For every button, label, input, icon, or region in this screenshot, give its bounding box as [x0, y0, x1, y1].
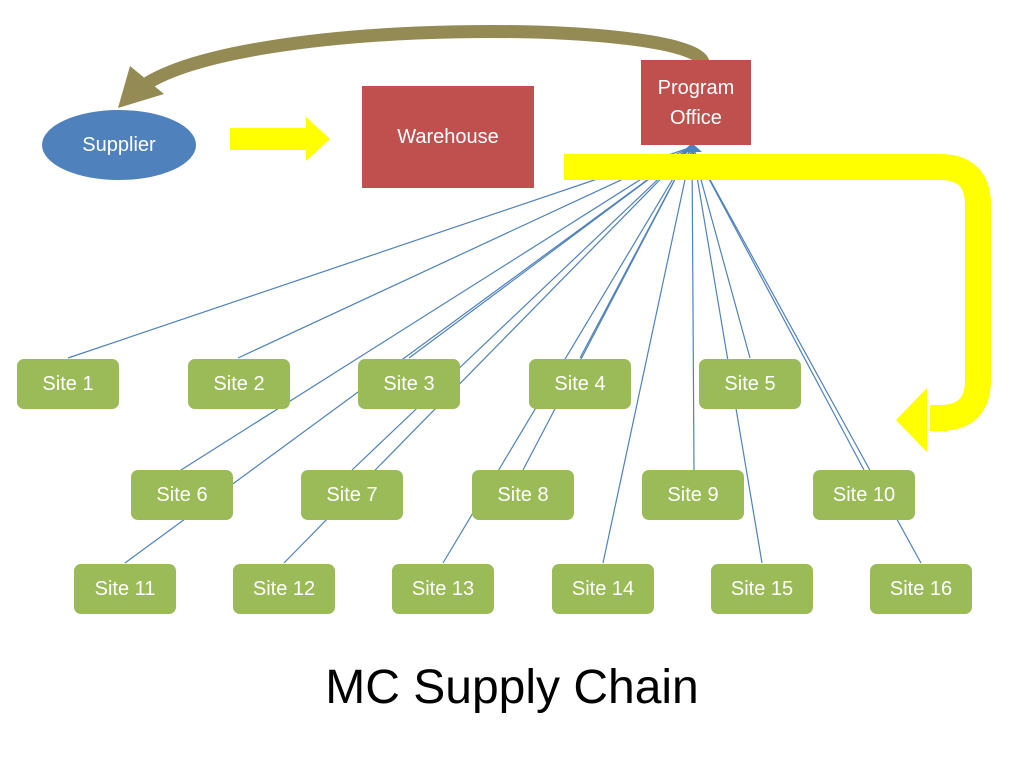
site-12: Site 12 [233, 564, 335, 614]
yellow-distribution-arrowhead [896, 388, 927, 452]
return-arrow-to-supplier [133, 25, 710, 95]
yellow-arrow-shaft [230, 128, 308, 150]
site-15: Site 15 [711, 564, 813, 614]
yellow-arrowhead [306, 117, 330, 161]
site-11: Site 11 [74, 564, 176, 614]
connector-line-site-9 [691, 146, 695, 471]
diagram-title: MC Supply Chain [325, 661, 699, 714]
connector-line-site-14 [602, 146, 693, 564]
connector-line-site-10 [691, 146, 865, 471]
program-office-node: Program Office [641, 60, 751, 145]
site-8: Site 8 [472, 470, 574, 520]
site-4: Site 4 [529, 359, 631, 409]
site-2: Site 2 [188, 359, 290, 409]
connector-line-site-7 [351, 146, 693, 471]
site-13: Site 13 [392, 564, 494, 614]
site-7: Site 7 [301, 470, 403, 520]
connector-line-site-6 [180, 146, 693, 471]
return-arrowhead [118, 66, 164, 108]
site-10: Site 10 [813, 470, 915, 520]
site-9: Site 9 [642, 470, 744, 520]
site-14: Site 14 [552, 564, 654, 614]
connector-line-site-15 [691, 146, 763, 564]
supplier-node: Supplier [42, 110, 196, 180]
yellow-distribution-arrow [564, 154, 991, 431]
connector-line-site-8 [522, 146, 693, 471]
connector-lines [67, 143, 922, 564]
site-6: Site 6 [131, 470, 233, 520]
site-1: Site 1 [17, 359, 119, 409]
site-5: Site 5 [699, 359, 801, 409]
warehouse-node: Warehouse [362, 86, 534, 188]
site-16: Site 16 [870, 564, 972, 614]
connector-line-site-5 [691, 146, 751, 359]
site-3: Site 3 [358, 359, 460, 409]
connector-line-site-2 [237, 146, 693, 359]
connector-arrowhead [682, 143, 702, 152]
connector-line-site-1 [67, 146, 693, 359]
